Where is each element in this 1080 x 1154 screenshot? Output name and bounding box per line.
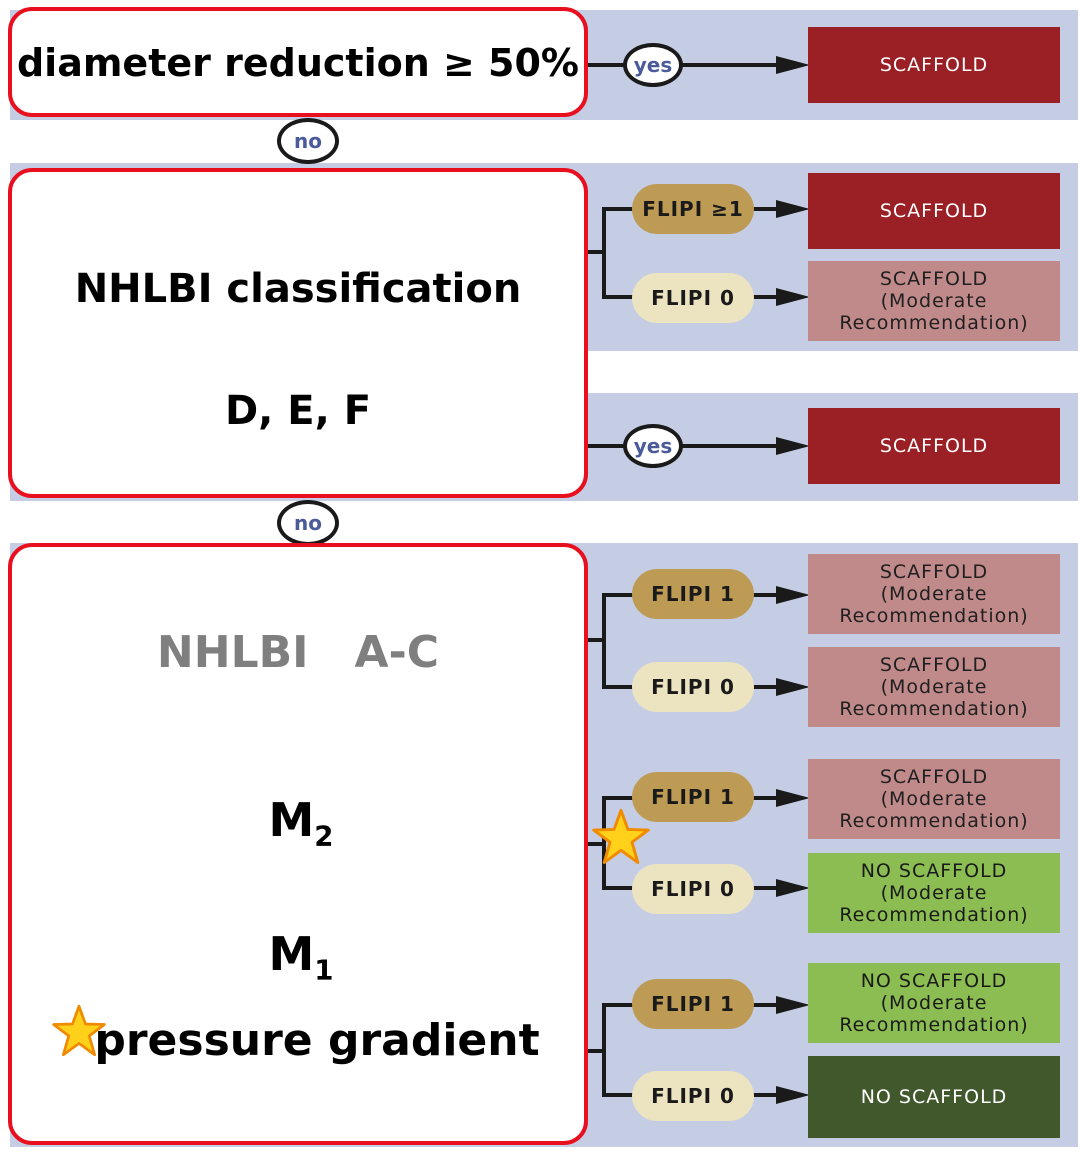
arrowhead	[776, 437, 810, 455]
connector-line	[752, 1003, 778, 1007]
flipi-1-pill: FLIPI 1	[632, 569, 754, 619]
connector-line	[752, 796, 778, 800]
criterion-nhlbi-ac: NHLBI A-C M2 M1 pressure gradient	[8, 543, 588, 1145]
outcome-no-scaffold-moderate: NO SCAFFOLD (Moderate Recommendation)	[808, 963, 1060, 1043]
outcome-no-scaffold: NO SCAFFOLD	[808, 1056, 1060, 1138]
criterion-m1: M1	[268, 927, 334, 987]
flipi-0-pill: FLIPI 0	[632, 864, 754, 914]
bracket-line	[602, 796, 606, 890]
arrowhead	[776, 678, 810, 696]
outcome-scaffold-moderate: SCAFFOLD (Moderate Recommendation)	[808, 261, 1060, 341]
flipi-ge1-pill: FLIPI ≥1	[632, 184, 754, 234]
arrowhead	[776, 56, 810, 74]
star-icon	[592, 808, 650, 864]
connector-line	[602, 1003, 634, 1007]
outcome-scaffold-moderate: SCAFFOLD (Moderate Recommendation)	[808, 554, 1060, 634]
criterion-nhlbi-def: NHLBI classification D, E, F	[8, 168, 588, 498]
criterion-nhlbi-def-classes: D, E, F	[224, 388, 372, 434]
criterion-m2: M2	[268, 793, 334, 853]
outcome-scaffold-moderate: SCAFFOLD (Moderate Recommendation)	[808, 759, 1060, 839]
yes-connector: yes	[623, 424, 683, 468]
no-connector: no	[277, 500, 339, 546]
connector-line	[752, 1093, 778, 1097]
connector-line	[588, 444, 778, 448]
arrowhead	[776, 200, 810, 218]
flipi-1-pill: FLIPI 1	[632, 772, 754, 822]
criterion-diameter-text: diameter reduction ≥ 50%	[16, 41, 580, 85]
criterion-pressure-gradient: pressure gradient	[94, 1015, 540, 1066]
no-connector: no	[277, 118, 339, 164]
star-icon	[52, 1004, 106, 1057]
connector-line	[602, 796, 634, 800]
connector-line	[602, 295, 634, 299]
connector-line	[752, 886, 778, 890]
bracket-line	[602, 1003, 606, 1097]
criterion-nhlbi-def-title: NHLBI classification	[74, 266, 522, 312]
flipi-1-pill: FLIPI 1	[632, 979, 754, 1029]
no-label: no	[294, 129, 322, 153]
criterion-nhlbi-ac-title: NHLBI A-C	[156, 627, 440, 678]
yes-label: yes	[633, 53, 673, 77]
connector-line	[752, 593, 778, 597]
flipi-0-pill: FLIPI 0	[632, 662, 754, 712]
outcome-scaffold: SCAFFOLD	[808, 27, 1060, 103]
outcome-scaffold: SCAFFOLD	[808, 173, 1060, 249]
connector-line	[588, 250, 604, 254]
outcome-no-scaffold-moderate: NO SCAFFOLD (Moderate Recommendation)	[808, 853, 1060, 933]
arrowhead	[776, 879, 810, 897]
yes-connector: yes	[623, 43, 683, 87]
yes-label: yes	[633, 434, 673, 458]
bracket-line	[602, 593, 606, 689]
connector-line	[752, 295, 778, 299]
connector-line	[588, 63, 778, 67]
connector-line	[602, 207, 634, 211]
connector-line	[602, 886, 634, 890]
arrowhead	[776, 789, 810, 807]
criterion-diameter-reduction: diameter reduction ≥ 50%	[8, 7, 588, 117]
outcome-scaffold: SCAFFOLD	[808, 408, 1060, 484]
flipi-0-pill: FLIPI 0	[632, 1071, 754, 1121]
connector-line	[752, 207, 778, 211]
arrowhead	[776, 586, 810, 604]
connector-line	[588, 842, 604, 846]
connector-line	[752, 685, 778, 689]
connector-line	[588, 638, 604, 642]
arrowhead	[776, 288, 810, 306]
connector-line	[602, 1093, 634, 1097]
no-label: no	[294, 511, 322, 535]
arrowhead	[776, 996, 810, 1014]
arrowhead	[776, 1086, 810, 1104]
connector-line	[602, 685, 634, 689]
outcome-scaffold-moderate: SCAFFOLD (Moderate Recommendation)	[808, 647, 1060, 727]
bracket-line	[602, 207, 606, 299]
connector-line	[602, 593, 634, 597]
connector-line	[588, 1049, 604, 1053]
flipi-0-pill: FLIPI 0	[632, 273, 754, 323]
